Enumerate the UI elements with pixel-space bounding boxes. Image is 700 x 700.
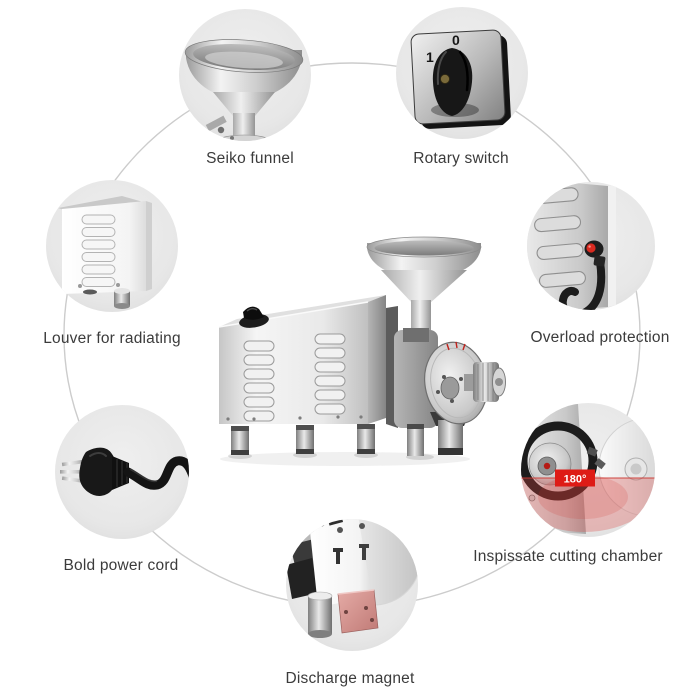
discharge-magnet-icon	[286, 519, 418, 638]
feature-label-power-cord: Bold power cord	[63, 557, 179, 574]
rotation-badge	[555, 469, 595, 487]
reset-button-icon	[527, 182, 616, 310]
power-plug-icon	[60, 447, 189, 496]
rotation-range-overlay	[521, 478, 655, 532]
callout-discharge-magnet	[286, 519, 418, 651]
callout-seiko-funnel	[179, 9, 311, 141]
callout-cutting-chamber: 180°	[521, 403, 655, 537]
feature-label-discharge-magnet: Discharge magnet	[285, 670, 415, 687]
callout-louver	[46, 180, 178, 312]
grain-grinder-machine-photo	[218, 236, 506, 466]
feature-label-seiko-funnel: Seiko funnel	[206, 150, 294, 167]
rotary-switch-icon: 1 0	[410, 29, 511, 129]
mill-head	[394, 328, 506, 456]
switch-position-on-label: 1	[426, 49, 434, 65]
funnel-icon	[184, 39, 304, 141]
machine-legs	[228, 424, 434, 460]
feature-label-cutting-chamber: Inspissate cutting chamber	[473, 548, 663, 565]
callout-power-cord	[55, 405, 189, 539]
feature-label-rotary-switch: Rotary switch	[413, 150, 509, 167]
callout-rotary-switch: 1 0	[396, 7, 528, 139]
feature-label-louver: Louver for radiating	[43, 330, 181, 347]
rotation-badge-text: 180°	[564, 474, 587, 486]
switch-position-off-label: 0	[452, 32, 460, 48]
machine-louver-vents	[243, 333, 346, 422]
louver-vents-icon	[58, 196, 152, 309]
cutting-chamber-icon: 180°	[521, 404, 655, 534]
callout-overload-protection	[527, 182, 655, 310]
feature-label-overload-protection: Overload protection	[530, 329, 670, 346]
